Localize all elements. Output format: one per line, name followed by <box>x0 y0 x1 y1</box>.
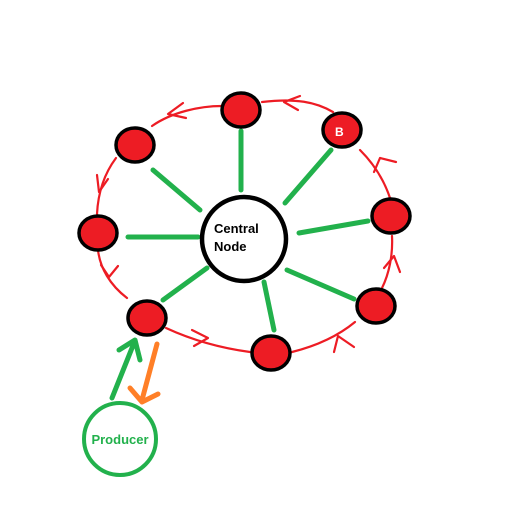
ring-node-bottom <box>250 334 292 372</box>
ring-node-top <box>220 91 262 129</box>
producer-circle <box>82 401 158 477</box>
ring-node-left <box>77 214 119 252</box>
central-node-circle <box>199 194 289 284</box>
ring-arrowhead <box>382 254 402 274</box>
ring-arrowhead <box>166 101 188 120</box>
ring-arrowhead <box>282 94 302 112</box>
ring-arrows <box>95 94 402 354</box>
ring-arrow-top-to-topleft <box>150 104 224 128</box>
spokes <box>125 128 371 333</box>
spoke-bottomright <box>284 267 357 302</box>
ring-arrowhead <box>372 156 398 174</box>
ring-node-b-label: B <box>335 125 344 139</box>
ring-arrowhead <box>332 334 356 354</box>
ring-node-bottomright <box>355 287 397 325</box>
producer-out-arrow-shaft <box>139 341 160 403</box>
spoke-bottomleft <box>160 265 210 303</box>
producer-to-ring-arrow <box>109 337 143 401</box>
ring-arrow-left-to-bottomleft <box>96 248 129 300</box>
ring-arrow-bottomright-to-right <box>380 234 394 290</box>
spoke-topleft <box>150 167 203 213</box>
ring-arrow-b-to-top <box>260 99 335 114</box>
ring-nodes <box>77 91 412 372</box>
ring-node-right <box>370 197 412 235</box>
ring-node-bottomleft <box>126 299 168 337</box>
ring-arrowhead <box>190 328 210 348</box>
ring-node-topleft <box>114 126 156 164</box>
spoke-b <box>282 147 334 206</box>
central-node-label-line1: Central <box>214 221 259 236</box>
central-node-label-line2: Node <box>214 239 247 254</box>
ring-arrow-bottom-to-bottomright <box>290 320 357 354</box>
ring-arrowhead <box>95 173 110 194</box>
ring-arrow-topleft-to-left <box>95 156 118 216</box>
ring-node-b <box>321 111 363 149</box>
ring-arrowhead <box>99 263 120 279</box>
spoke-right <box>296 218 371 236</box>
producer-out-arrowhead <box>127 385 161 405</box>
producer-in-arrow-shaft <box>109 340 137 401</box>
producer-in-arrowhead <box>116 337 143 363</box>
producer: Producer <box>82 401 158 477</box>
spoke-bottom <box>261 279 277 333</box>
ring-to-producer-arrow <box>127 341 161 405</box>
ring-arrow-bottomleft-to-bottom <box>164 326 252 354</box>
central-node: Central Node <box>199 194 289 284</box>
ring-arrow-right-to-b <box>358 148 392 200</box>
producer-label: Producer <box>91 432 148 447</box>
